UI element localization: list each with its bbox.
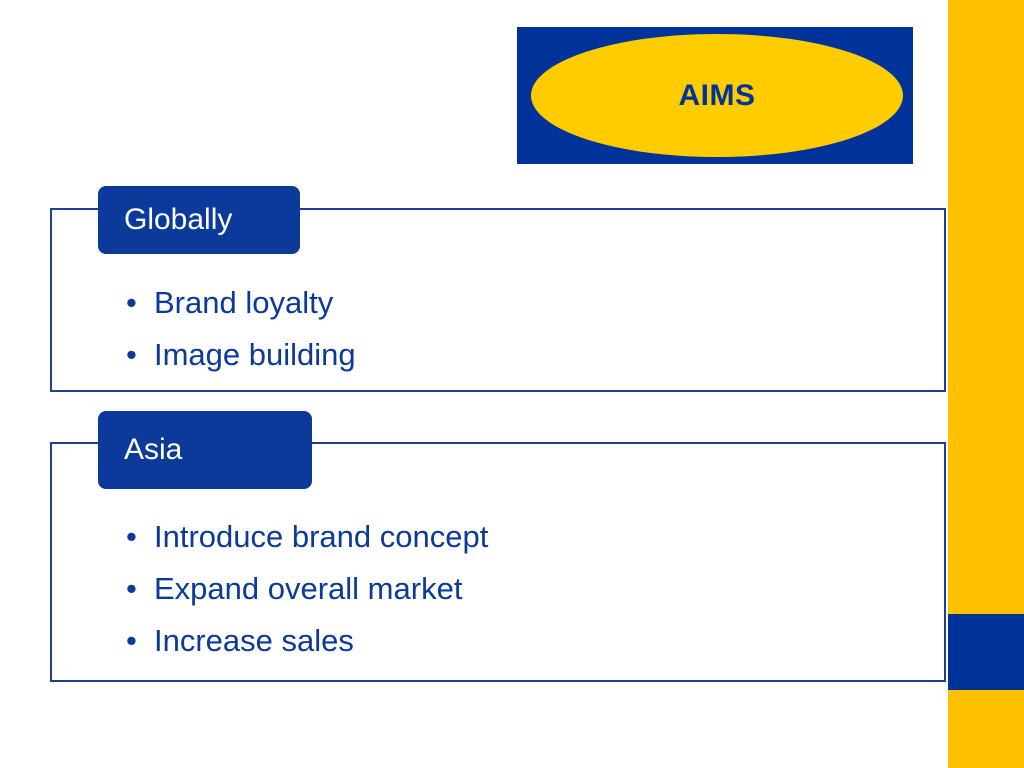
list-item: •Image building (126, 337, 356, 372)
list-item: •Expand overall market (126, 571, 463, 606)
list-item: •Increase sales (126, 623, 354, 658)
slide-title: AIMS (678, 78, 756, 112)
section-heading-asia: Asia (98, 411, 312, 489)
title-banner: AIMS (517, 27, 913, 164)
bullet-list-asia: •Introduce brand concept •Expand overall… (126, 511, 488, 667)
section-asia (50, 442, 946, 682)
list-item: •Brand loyalty (126, 285, 334, 320)
side-accent-block (948, 614, 1024, 690)
bullet-list-globally: •Brand loyalty •Image building (126, 277, 356, 381)
list-item: •Introduce brand concept (126, 519, 489, 554)
section-heading-globally: Globally (98, 186, 300, 254)
title-ellipse: AIMS (531, 34, 903, 157)
